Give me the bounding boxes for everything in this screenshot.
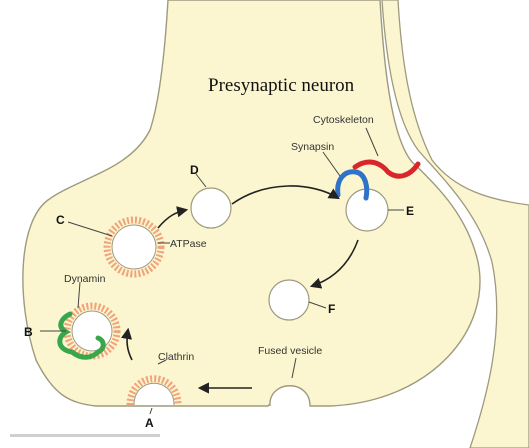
vesicle-d [190,187,232,229]
vesicle-c-coated [103,216,165,278]
label-synapsin: Synapsin [291,141,334,153]
vesicle-f [268,279,310,321]
arrow-b-to-c [121,327,133,361]
dynamin-ring [57,311,106,360]
copyright-smudge [10,434,160,437]
leader-fused [291,357,297,379]
leader-d [195,173,207,188]
letter-d: D [190,163,199,177]
leader-c [67,221,113,237]
label-dynamin: Dynamin [64,273,106,285]
letter-f: F [328,302,335,316]
leader-clathrin [157,359,167,365]
leader-cytoskeleton [365,127,379,157]
leader-dynamin [77,281,81,309]
letter-b: B [24,325,33,339]
arrow-e-to-f [309,239,359,289]
label-cytoskeleton: Cytoskeleton [313,114,374,126]
arrow-d-to-e [231,185,340,205]
adjacent-neuron [381,0,529,448]
clathrin-coated-pit-a [126,375,182,406]
letter-c: C [56,213,65,227]
synapsin-protein [335,169,370,201]
cytoskeleton-filament [352,159,421,179]
diagram-title: Presynaptic neuron [208,75,355,96]
letter-e: E [406,204,414,218]
leader-f [308,301,327,309]
arrow-c-to-d [157,206,189,229]
leader-a [149,407,153,415]
fused-vesicle [269,385,311,407]
label-fused-vesicle: Fused vesicle [258,345,322,357]
label-clathrin: Clathrin [158,351,194,363]
letter-a: A [145,416,154,430]
vesicle-b-dynamin [57,302,121,360]
label-atpase: ATPase [170,238,207,250]
leader-synapsin [322,151,341,177]
